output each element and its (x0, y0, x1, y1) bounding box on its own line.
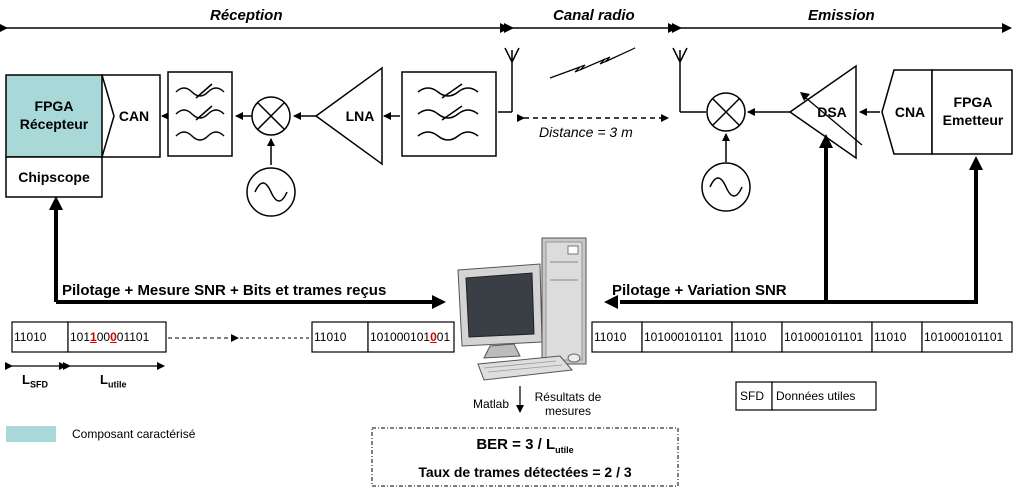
component-legend-swatch (6, 426, 56, 442)
ber-result: BER = 3 / Lutile (476, 436, 574, 455)
rx-mixer-icon (251, 96, 291, 136)
bit-error-2: 0 (110, 330, 117, 344)
can-label: CAN (118, 108, 150, 124)
rx-antenna-icon (498, 47, 520, 113)
bit-error-1: 1 (90, 330, 97, 344)
tx-frame-3-sfd: 11010 (874, 330, 907, 344)
legend-data-label: Données utiles (776, 389, 856, 403)
tx-link-label: Pilotage + Variation SNR (612, 282, 787, 299)
radio-wave-icon (549, 47, 636, 79)
fpga-receiver-block (5, 74, 103, 158)
tx-frame-3-data: 101000101101 (924, 330, 1004, 344)
bit-error-3: 0 (430, 330, 437, 344)
rx-filter-1-icon (167, 71, 233, 157)
chipscope-block (5, 156, 103, 198)
l-util-label: Lutile (100, 372, 127, 390)
legend-sfd-label: SFD (740, 389, 764, 403)
rx-frame-1-data: 101100001101 (70, 330, 150, 344)
rx-frame-1-sfd: 11010 (14, 330, 47, 344)
rx-frame-2-data: 101000101001 (370, 330, 451, 344)
lna-label: LNA (345, 108, 375, 124)
chipscope-label: Chipscope (18, 169, 90, 185)
tx-frame-2-sfd: 11010 (734, 330, 767, 344)
rx-frame-2-sfd: 11010 (314, 330, 347, 344)
dsa-label: DSA (817, 104, 847, 120)
tx-antenna-icon (672, 47, 706, 113)
section-channel-label: Canal radio (553, 7, 635, 24)
results-box (371, 427, 679, 487)
fpga-emitter-label: FPGA Emetteur (942, 94, 1004, 128)
tx-frame-1-sfd: 11010 (594, 330, 627, 344)
control-lines (54, 148, 978, 304)
tx-frames (591, 321, 1013, 353)
rx-link-label: Pilotage + Mesure SNR + Bits et trames r… (62, 282, 387, 299)
section-emission-label: Emission (808, 7, 875, 24)
cna-label: CNA (894, 104, 926, 120)
fpga-emitter-block (931, 69, 1013, 155)
matlab-label: Matlab (473, 397, 510, 411)
tx-frame-1-data: 101000101101 (644, 330, 724, 344)
lna-amplifier-shape (314, 66, 383, 166)
l-sfd-label: LSFD (22, 372, 48, 390)
rx-filter-2-icon (401, 71, 497, 157)
rx-frame-1 (11, 321, 167, 353)
tx-oscillator-icon (701, 162, 751, 212)
frame-legend-boxes (735, 381, 877, 411)
rx-frame-2 (311, 321, 455, 353)
dsa-variable-arrow (805, 97, 863, 146)
can-block-shape (100, 74, 161, 158)
rx-oscillator-icon (246, 167, 296, 217)
fpga-receiver-label: FPGA Récepteur (19, 98, 89, 132)
tx-mixer-icon (706, 92, 746, 132)
results-label: Résultats de mesures (534, 390, 602, 418)
frame-rate-result: Taux de trames détectées = 2 / 3 (418, 464, 632, 480)
distance-label: Distance = 3 m (539, 124, 633, 140)
component-legend-label: Composant caractérisé (72, 427, 196, 441)
computer-icon (457, 237, 587, 381)
tx-frame-2-data: 101000101101 (784, 330, 864, 344)
section-reception-label: Réception (210, 7, 283, 24)
